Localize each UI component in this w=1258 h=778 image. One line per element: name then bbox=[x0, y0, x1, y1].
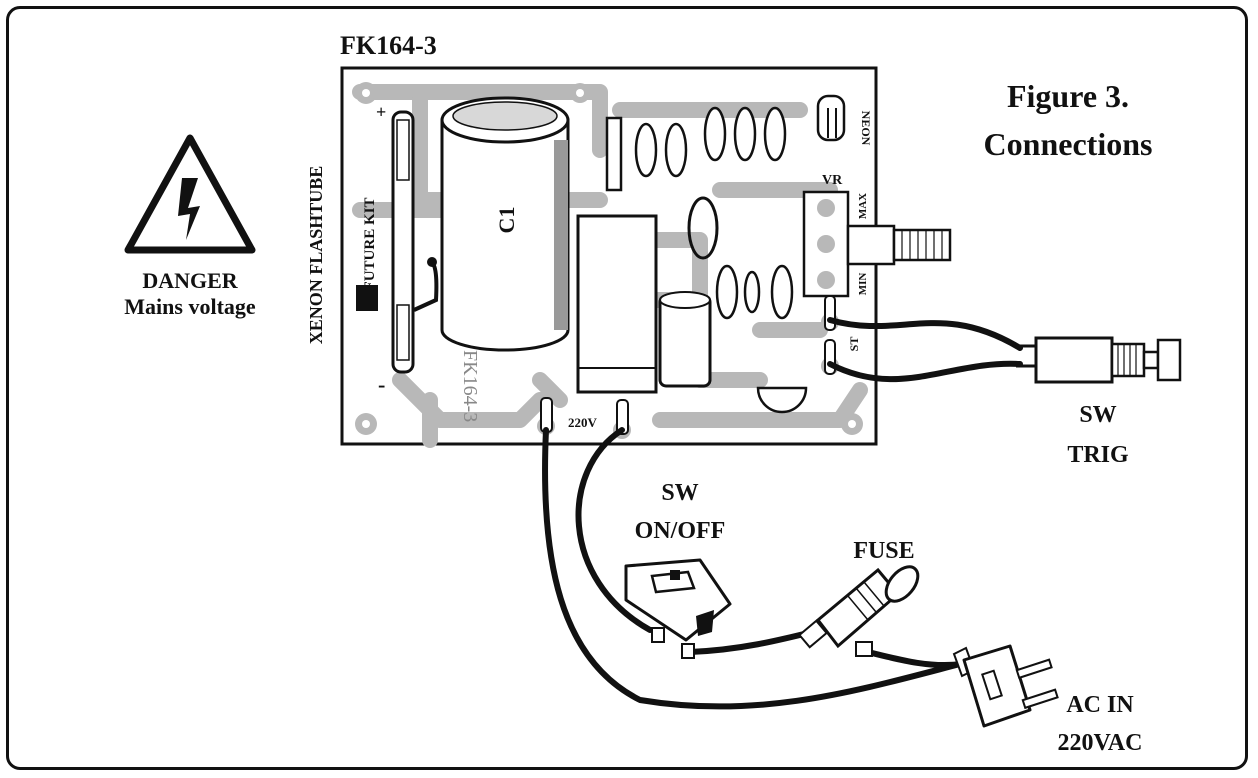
figure-number: Figure 3. bbox=[1007, 78, 1129, 114]
pcb-silkscreen: FK164-3 bbox=[459, 350, 481, 422]
max-label: MAX bbox=[857, 193, 869, 219]
capacitor-label: C1 bbox=[494, 207, 519, 234]
board-name: FK164-3 bbox=[340, 31, 437, 60]
sw-onoff-label-1: SW bbox=[661, 480, 698, 506]
xenon-flashtube bbox=[391, 110, 439, 374]
pcb-board: + - FUTURE KIT C1 FK164-3 bbox=[340, 66, 952, 448]
figure-caption: Connections bbox=[984, 126, 1153, 162]
capacitor-c1 bbox=[440, 96, 570, 352]
mains-label: 220V bbox=[568, 415, 598, 430]
figure-frame bbox=[6, 6, 1248, 770]
vr-label: VR bbox=[822, 173, 843, 188]
potentiometer bbox=[802, 190, 952, 298]
plus-mark: + bbox=[376, 102, 386, 122]
min-label: MIN bbox=[857, 273, 869, 296]
diode-bridge bbox=[756, 386, 808, 414]
resistors bbox=[605, 106, 794, 320]
minus-mark: - bbox=[378, 372, 385, 397]
ac-plug bbox=[952, 644, 1059, 728]
trigger-switch bbox=[1016, 336, 1182, 384]
sw-onoff-label-2: ON/OFF bbox=[635, 518, 726, 544]
fuse-label: FUSE bbox=[853, 538, 914, 564]
sw-trig-label-1: SW bbox=[1079, 402, 1116, 428]
brand-label: FUTURE KIT bbox=[362, 198, 378, 291]
st-label: ST bbox=[847, 337, 861, 352]
rocker-switch bbox=[624, 558, 732, 659]
danger-subtitle: Mains voltage bbox=[124, 294, 256, 319]
flashtube-label: XENON FLASHTUBE bbox=[306, 166, 326, 345]
ac-in-label-1: AC IN bbox=[1066, 692, 1134, 718]
sw-trig-label-2: TRIG bbox=[1067, 442, 1129, 468]
small-capacitor bbox=[658, 291, 712, 388]
neon-lamp bbox=[816, 94, 846, 142]
high-voltage-warning-icon bbox=[124, 134, 256, 254]
fuse-holder bbox=[798, 565, 920, 657]
ac-in-label-2: 220VAC bbox=[1058, 730, 1143, 756]
brand-logo bbox=[356, 285, 378, 311]
mounting-holes bbox=[355, 82, 863, 435]
trigger-transformer bbox=[576, 214, 658, 394]
wire-loop bbox=[687, 196, 719, 260]
danger-title: DANGER bbox=[142, 268, 238, 293]
neon-label: NEON bbox=[859, 111, 873, 146]
